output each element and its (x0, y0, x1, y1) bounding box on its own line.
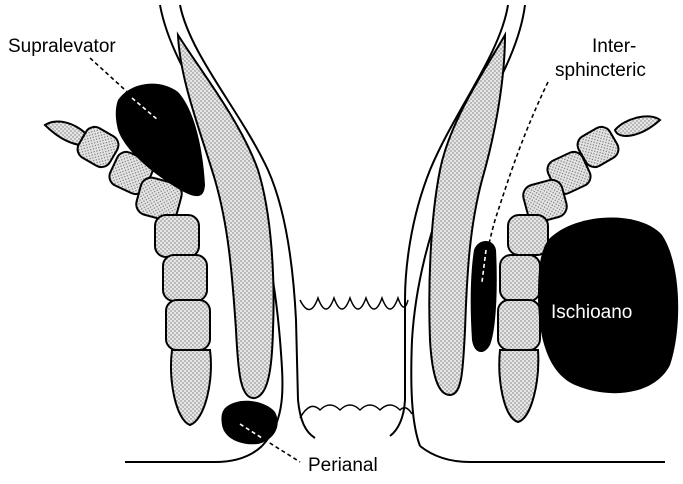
right-levator-ani (497, 115, 662, 424)
left-rectal-wall-inner (179, 4, 316, 439)
right-rectal-wall-inner (389, 4, 509, 437)
intersphincteric-label-line2: sphincteric (555, 60, 646, 81)
right-internal-sphincter (428, 31, 507, 397)
ischioanal-label: Ischioano (551, 302, 632, 323)
left-internal-sphincter (176, 31, 275, 400)
ischioanal-abscess (538, 217, 679, 394)
intersphincteric-abscess (470, 241, 497, 353)
supralevator-label: Supralevator (8, 36, 116, 57)
anal-valves-upper (299, 295, 409, 311)
intersphincteric-leader (481, 81, 549, 283)
left-levator-ani (43, 120, 212, 427)
anal-valves-lower (299, 404, 413, 419)
supralevator-abscess (115, 83, 205, 197)
skin-line (125, 445, 665, 463)
intersphincteric-label-line1: Inter- (592, 36, 636, 57)
perianal-label: Perianal (308, 455, 378, 476)
supralevator-leader (89, 57, 159, 121)
perianal-abscess (221, 400, 278, 445)
